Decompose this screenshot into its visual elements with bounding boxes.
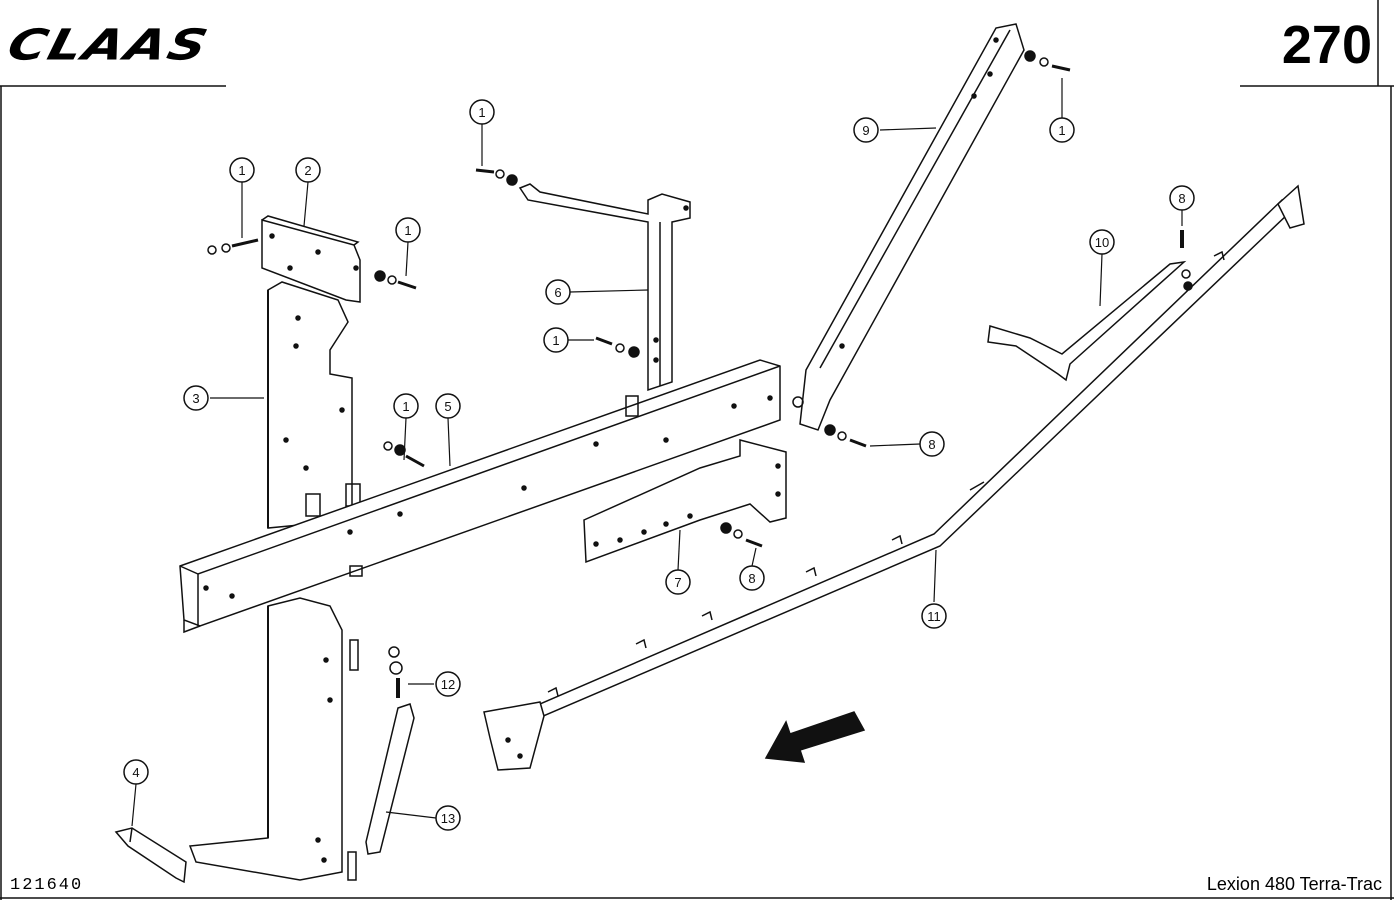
document-id: 121640	[10, 876, 84, 895]
part-5-cross-beam	[179, 359, 781, 634]
model-name: Lexion 480 Terra-Trac	[1206, 874, 1382, 894]
callout-8: 8	[748, 571, 755, 586]
callout-numbers: 1 2 1 1 6 1 3 1 5 9 1 10 8 8 7 8 11 12 4…	[132, 105, 1185, 826]
part-9-diagonal-arm	[792, 23, 1025, 431]
callout-1: 1	[478, 105, 485, 120]
direction-arrow	[764, 711, 866, 763]
callout-10: 10	[1095, 235, 1109, 250]
callout-5: 5	[444, 399, 451, 414]
callout-1: 1	[238, 163, 245, 178]
callout-1: 1	[402, 399, 409, 414]
callout-1: 1	[1058, 123, 1065, 138]
part-11-bent-rail	[483, 184, 1305, 771]
callout-1: 1	[552, 333, 559, 348]
part-10-hook-bracket	[987, 260, 1187, 382]
page-number: 270	[1281, 15, 1372, 75]
callout-8: 8	[1178, 191, 1185, 206]
fastener-group	[207, 50, 1193, 698]
callout-3: 3	[192, 391, 199, 406]
part-7-base-plate	[583, 439, 787, 564]
callout-2: 2	[304, 163, 311, 178]
callout-13: 13	[441, 811, 455, 826]
part-6-upright-bracket	[518, 183, 691, 392]
callout-11: 11	[927, 609, 941, 624]
part-3-lower-leg	[188, 597, 359, 881]
callout-8: 8	[928, 437, 935, 452]
leader-lines	[131, 78, 1183, 827]
callout-9: 9	[862, 123, 869, 138]
part-13-strut	[365, 703, 415, 855]
callout-1: 1	[404, 223, 411, 238]
callout-circles	[123, 99, 1195, 831]
part-3-side-plate	[267, 281, 361, 529]
callout-4: 4	[132, 765, 139, 780]
part-2-bracket-plate	[261, 215, 361, 303]
part-4-angle-bracket	[114, 827, 187, 884]
callout-6: 6	[554, 285, 561, 300]
callout-12: 12	[441, 677, 455, 692]
callout-7: 7	[674, 575, 681, 590]
